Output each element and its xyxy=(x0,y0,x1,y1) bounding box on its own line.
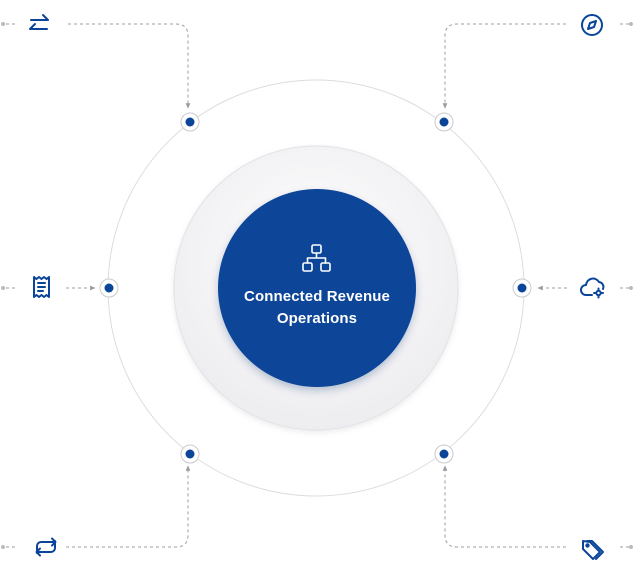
connector-top-left xyxy=(68,23,191,109)
hub-circle xyxy=(218,189,416,387)
ring-node-middle-left xyxy=(99,278,119,298)
ring-node-top-left xyxy=(180,112,200,132)
ring-node-bottom-left xyxy=(180,444,200,464)
connector-bottom-left xyxy=(66,465,191,548)
cloud-gear-icon[interactable] xyxy=(580,277,605,299)
connector-top-right xyxy=(442,23,566,109)
hub-title: Connected Revenue Operations xyxy=(217,286,417,330)
edge-dots xyxy=(1,22,633,549)
ring-node-middle-right xyxy=(512,278,532,298)
ring-nodes xyxy=(99,112,532,464)
arrows-swap-icon[interactable] xyxy=(29,14,49,30)
tags-icon[interactable] xyxy=(582,540,604,560)
hub-title-line1: Connected Revenue xyxy=(244,288,390,305)
ring-node-top-right xyxy=(434,112,454,132)
ring-node-bottom-right xyxy=(434,444,454,464)
connectors xyxy=(6,23,630,548)
receipt-icon[interactable] xyxy=(33,276,50,298)
connector-bottom-right xyxy=(442,465,566,548)
hierarchy-icon xyxy=(302,244,331,272)
repeat-icon[interactable] xyxy=(35,537,57,557)
compass-icon[interactable] xyxy=(581,14,603,36)
hub-title-line2: Operations xyxy=(276,310,358,327)
